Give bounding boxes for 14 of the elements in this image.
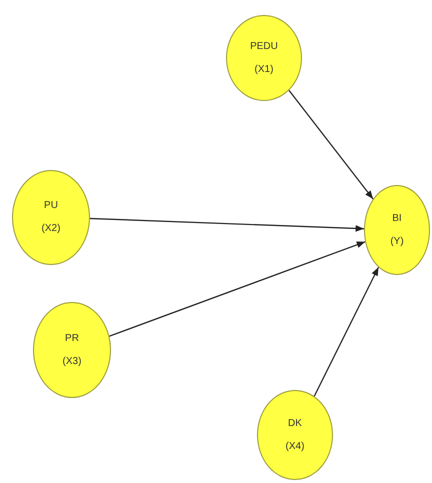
arrow [109, 241, 366, 337]
variable-code: (X1) [254, 64, 274, 75]
arrow [288, 90, 374, 200]
variable-code: (Y) [390, 236, 404, 247]
variable-name: PEDU [250, 41, 278, 52]
variable-code: (X4) [286, 441, 304, 452]
arrow [314, 266, 379, 396]
variable-name: PR [65, 333, 79, 344]
variable-name: PU [44, 200, 58, 211]
variable-name: DK [288, 418, 302, 429]
variable-code: (X2) [42, 223, 60, 234]
arrow [90, 218, 364, 232]
variable-code: (X3) [62, 356, 82, 367]
variable-name: BI [392, 213, 402, 224]
